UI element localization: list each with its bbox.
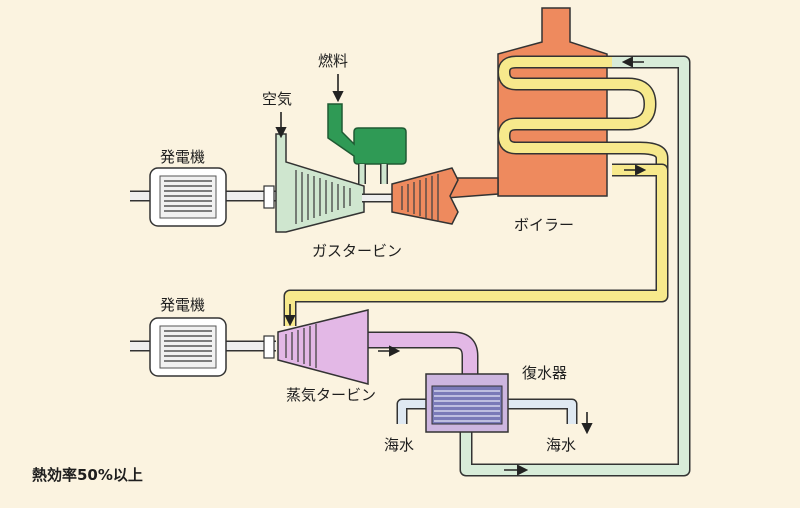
coupling-top	[263, 185, 275, 209]
boiler-label: ボイラー	[514, 216, 574, 234]
steam-turbine	[277, 309, 369, 385]
condenser-tubes	[434, 390, 500, 422]
fuel-label: 燃料	[318, 52, 348, 70]
condenser-label: 復水器	[522, 364, 567, 382]
generator-top-windings	[164, 180, 212, 212]
gas-turbine-label: ガスタービン	[312, 242, 402, 260]
seawater-out-label: 海水	[546, 436, 576, 454]
generator-top-label: 発電機	[160, 148, 205, 166]
efficiency-label: 熱効率50%以上	[32, 466, 143, 484]
generator-bottom-label: 発電機	[160, 296, 205, 314]
seawater-in-label: 海水	[384, 436, 414, 454]
coupling-bottom	[263, 335, 275, 359]
steam-turbine-blades	[285, 324, 317, 368]
steam-turbine-label: 蒸気タービン	[286, 386, 376, 404]
generator-bottom-windings	[164, 330, 212, 362]
compressor-blades	[295, 170, 351, 224]
air-label: 空気	[262, 90, 292, 108]
boiler	[497, 7, 608, 197]
combustor	[327, 103, 407, 165]
gas-turbine-blades	[401, 174, 439, 222]
